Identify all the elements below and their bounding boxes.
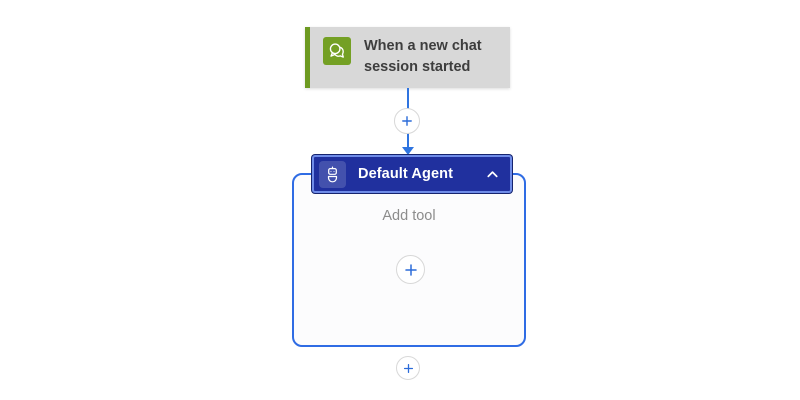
insert-step-button-bottom[interactable]	[396, 356, 420, 380]
arrow-down-icon	[402, 147, 414, 155]
trigger-card[interactable]: When a new chat session started	[305, 27, 510, 88]
collapse-button[interactable]	[483, 165, 502, 184]
bot-icon	[319, 160, 346, 188]
chat-bubbles-icon	[323, 37, 351, 65]
plus-icon	[400, 114, 414, 128]
plus-icon	[402, 362, 415, 375]
add-tool-label: Add tool	[382, 208, 436, 224]
chevron-up-icon	[485, 167, 500, 182]
add-tool-button[interactable]	[396, 255, 425, 284]
insert-step-button-top[interactable]	[394, 108, 420, 134]
trigger-title: When a new chat session started	[364, 38, 482, 75]
plus-icon	[403, 262, 419, 278]
agent-card-header[interactable]: Default Agent	[312, 155, 512, 193]
agent-title: Default Agent	[358, 166, 454, 182]
